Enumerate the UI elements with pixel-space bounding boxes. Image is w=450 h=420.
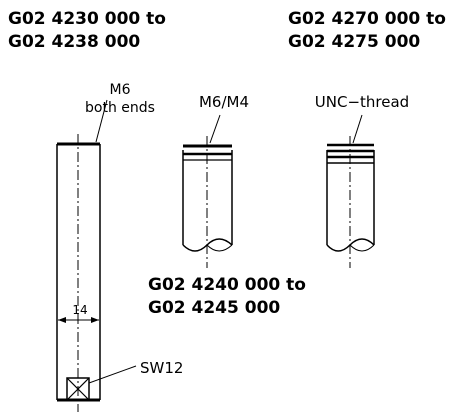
sw-leader-line [88, 365, 137, 384]
right-rod [326, 136, 375, 268]
part-range-to: G02 4245 000 [148, 298, 281, 318]
part-range-label-2: G02 4270 000 to G02 4275 000 [288, 8, 446, 54]
middle-rod [182, 136, 233, 268]
long-rod [56, 134, 101, 412]
m6-both-ends-label: both ends [85, 100, 155, 116]
wrench-flat-square [66, 377, 90, 401]
part-range-from: G02 4270 000 to [288, 9, 446, 29]
m6-m4-leader-line [209, 114, 221, 144]
m6-leader-line [95, 99, 108, 143]
unc-thread-label: UNC−thread [315, 93, 409, 111]
part-range-to: G02 4238 000 [8, 32, 141, 52]
part-range-from: G02 4240 000 to [148, 275, 306, 295]
part-range-label-1: G02 4230 000 to G02 4238 000 [8, 8, 166, 54]
part-range-to: G02 4275 000 [288, 32, 421, 52]
wrench-flat-diagonal [66, 377, 90, 401]
part-range-label-3: G02 4240 000 to G02 4245 000 [148, 274, 306, 320]
width-dimension: 14 [58, 303, 99, 323]
m6-label: M6 [110, 82, 131, 98]
middle-rod-break-line [206, 244, 233, 252]
dimension-value: 14 [72, 303, 87, 317]
part-range-from: G02 4230 000 to [8, 9, 166, 29]
right-rod-break-line [349, 244, 375, 252]
m6-m4-label: M6/M4 [199, 93, 249, 111]
unc-leader-line [352, 114, 363, 144]
sw-label: SW12 [140, 359, 183, 377]
